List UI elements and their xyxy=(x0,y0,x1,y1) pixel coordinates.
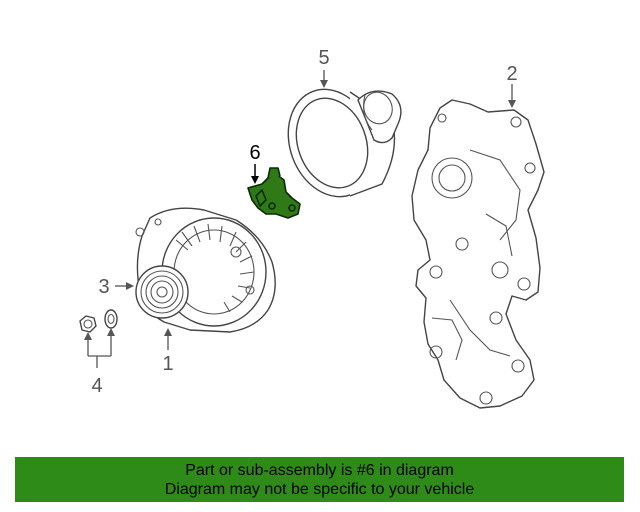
info-banner: Part or sub-assembly is #6 in diagram Di… xyxy=(15,457,624,502)
callout-4: 4 xyxy=(91,375,102,397)
part-4-nut-washer[interactable] xyxy=(79,309,118,333)
callout-1: 1 xyxy=(162,353,173,375)
callout-3: 3 xyxy=(98,276,109,298)
part-1-alternator[interactable] xyxy=(135,207,276,333)
part-2-mounting-bracket[interactable] xyxy=(411,99,545,409)
banner-line-1: Part or sub-assembly is #6 in diagram xyxy=(185,462,454,479)
callout-6: 6 xyxy=(249,142,260,164)
part-5-pulley[interactable] xyxy=(274,77,402,209)
callout-5: 5 xyxy=(318,47,329,69)
part-6-highlighted-component[interactable] xyxy=(247,167,301,219)
callout-2: 2 xyxy=(506,63,517,85)
banner-line-2: Diagram may not be specific to your vehi… xyxy=(164,481,475,498)
leader-lines xyxy=(84,70,516,368)
